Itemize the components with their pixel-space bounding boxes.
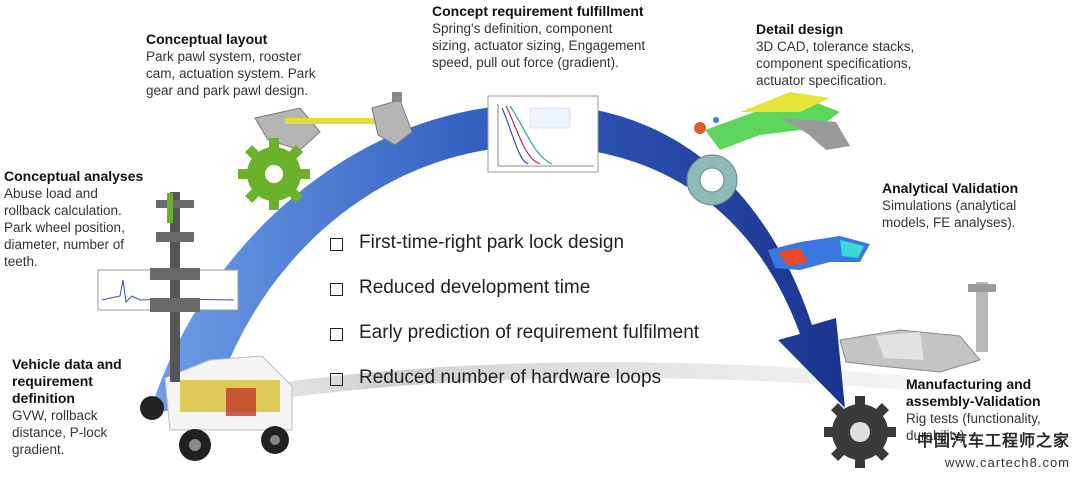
stage-title: Vehicle data and requirement definition [12, 356, 122, 406]
watermark-url: www.cartech8.com [944, 455, 1070, 470]
benefits-list: First-time-right park lock design Reduce… [330, 232, 699, 412]
stage-conceptual-layout: Conceptual layout Park pawl system, roos… [146, 31, 316, 99]
test-rig-assembly-icon [839, 282, 996, 373]
stage-analytical-validation: Analytical Validation Simulations (analy… [882, 180, 1018, 231]
stage-title: Analytical Validation [882, 180, 1019, 196]
benefit-item: First-time-right park lock design [330, 232, 699, 277]
park-gear-shaft-icon [150, 192, 200, 382]
benefit-text: Reduced number of hardware loops [359, 367, 662, 388]
green-park-gear-icon [238, 138, 310, 210]
benefit-text: Reduced development time [359, 277, 591, 298]
checkbox-square-icon [330, 238, 343, 251]
teal-park-gear-icon [686, 154, 738, 206]
checkbox-square-icon [330, 283, 343, 296]
stage-title: Concept requirement fulfillment [432, 3, 644, 19]
vehicle-chassis-icon [140, 355, 293, 461]
stage-manufacturing-validation: Manufacturing and assembly-Validation Ri… [906, 376, 1041, 444]
dark-park-gear-icon [824, 396, 896, 468]
cad-assembly-icon [694, 92, 850, 150]
stage-detail-design: Detail design 3D CAD, tolerance stacks, … [756, 21, 914, 89]
stage-vehicle-data: Vehicle data and requirement definition … [12, 356, 122, 458]
stage-title: Conceptual layout [146, 31, 268, 47]
benefit-text: First-time-right park lock design [359, 232, 625, 253]
stage-description: Rig tests (functionality, durability) [906, 411, 1041, 443]
watermark: 中国汽车工程师之家 www.cartech8.com [917, 427, 1070, 470]
requirement-chart-thumbnail-icon [487, 95, 599, 173]
benefit-item: Early prediction of requirement fulfilme… [330, 322, 699, 367]
process-arc-arrow [150, 103, 845, 412]
stage-conceptual-analyses: Conceptual analyses Abuse load and rollb… [4, 168, 143, 270]
benefit-item: Reduced number of hardware loops [330, 367, 699, 412]
benefit-item: Reduced development time [330, 277, 699, 322]
stage-title: Manufacturing and assembly-Validation [906, 376, 1041, 409]
stage-description: Simulations (analytical models, FE analy… [882, 198, 1017, 230]
watermark-site-name: 中国汽车工程师之家 [916, 433, 1070, 450]
stage-description: Park pawl system, rooster cam, actuation… [146, 49, 316, 98]
checkbox-square-icon [330, 373, 343, 386]
stage-description: GVW, rollback distance, P-lock gradient. [12, 408, 108, 457]
fe-analysis-part-icon [768, 236, 870, 270]
stage-title: Conceptual analyses [4, 168, 144, 184]
stage-description: Spring's definition, component sizing, a… [432, 21, 646, 70]
stage-description: Abuse load and rollback calculation. Par… [4, 186, 125, 269]
stage-description: 3D CAD, tolerance stacks, component spec… [756, 39, 915, 88]
floor-shadow [150, 362, 910, 418]
stage-title: Detail design [756, 21, 844, 37]
stage-concept-requirement-fulfillment: Concept requirement fulfillment Spring's… [432, 3, 645, 71]
checkbox-square-icon [330, 328, 343, 341]
benefit-text: Early prediction of requirement fulfilme… [359, 322, 700, 343]
